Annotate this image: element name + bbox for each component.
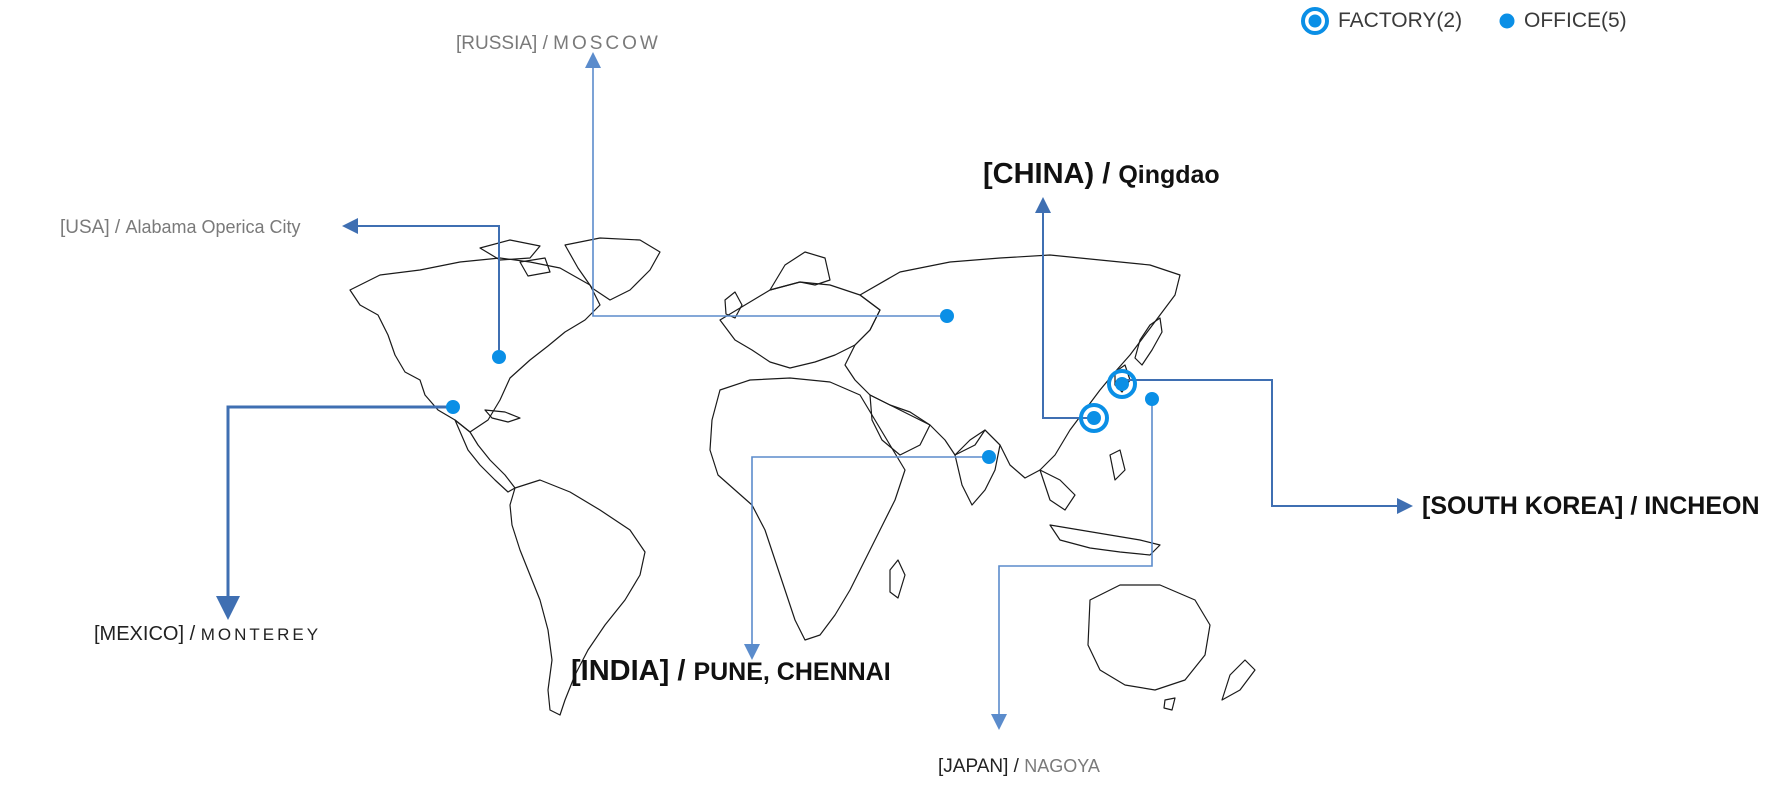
caribbean-outline xyxy=(484,409,521,423)
office-marker-russia xyxy=(940,309,954,323)
label-russia-country: [RUSSIA] xyxy=(456,33,538,54)
connector-south-korea xyxy=(1123,379,1413,514)
label-china: [CHINA) / Qingdao xyxy=(983,158,1220,190)
india-outline xyxy=(954,429,1001,506)
central-america-outline xyxy=(454,419,516,493)
label-south-korea-country: [SOUTH KOREA] xyxy=(1422,492,1624,520)
australia-outline xyxy=(1087,584,1211,691)
arctic-islands-outline xyxy=(479,239,551,277)
label-india-country: [INDIA] xyxy=(571,655,670,687)
label-japan-country: [JAPAN] xyxy=(938,756,1009,777)
office-marker-mexico xyxy=(446,400,460,414)
office-marker-india xyxy=(982,450,996,464)
label-south-korea-city: INCHEON xyxy=(1644,492,1760,520)
connectors xyxy=(216,52,1413,730)
label-usa-country: [USA] xyxy=(60,217,110,238)
connector-japan xyxy=(991,398,1153,730)
asia-outline xyxy=(844,254,1181,479)
connector-india xyxy=(744,456,990,660)
tasmania-outline xyxy=(1163,697,1176,711)
label-mexico-country: [MEXICO] xyxy=(94,623,185,645)
arabia-outline xyxy=(869,394,931,456)
indonesia-outline xyxy=(1049,524,1161,556)
legend-factory: FACTORY(2) xyxy=(1300,6,1462,36)
label-usa-city: Alabama Operica City xyxy=(125,217,301,237)
connector-china xyxy=(1035,197,1095,419)
label-russia: [RUSSIA] / MOSCOW xyxy=(456,33,661,54)
factory-marker-china xyxy=(1079,403,1109,433)
markers xyxy=(446,309,1159,464)
africa-outline xyxy=(709,377,906,641)
label-japan: [JAPAN] / NAGOYA xyxy=(938,756,1100,777)
connector-mexico xyxy=(216,405,455,620)
japan-outline xyxy=(1134,317,1163,366)
label-china-city: Qingdao xyxy=(1118,161,1220,189)
south-america-outline xyxy=(509,479,646,716)
new-zealand-outline xyxy=(1221,659,1256,701)
office-marker-usa xyxy=(492,350,506,364)
se-asia-outline xyxy=(1039,469,1076,511)
office-marker-japan xyxy=(1145,392,1159,406)
label-mexico-city: MONTEREY xyxy=(200,625,322,644)
label-usa: [USA] / Alabama Operica City xyxy=(60,217,301,238)
label-india: [INDIA] / PUNE, CHENNAI xyxy=(571,655,891,687)
office-legend-icon xyxy=(1499,13,1515,29)
factory-marker-south-korea xyxy=(1107,369,1137,399)
label-south-korea: [SOUTH KOREA] / INCHEON xyxy=(1422,492,1760,520)
label-china-country: [CHINA) xyxy=(983,158,1095,190)
europe-outline xyxy=(719,281,881,369)
legend-office: OFFICE(5) xyxy=(1498,6,1627,36)
label-mexico: [MEXICO] / MONTEREY xyxy=(94,623,322,645)
scandinavia-outline xyxy=(769,251,831,291)
label-india-city: PUNE, CHENNAI xyxy=(693,658,891,686)
factory-legend-icon xyxy=(1301,7,1329,35)
uk-outline xyxy=(724,291,743,319)
office-legend-label: OFFICE(5) xyxy=(1524,9,1627,32)
factory-legend-label: FACTORY(2) xyxy=(1338,9,1463,32)
madagascar-outline xyxy=(889,559,906,599)
label-japan-city: NAGOYA xyxy=(1024,756,1100,776)
land-outlines xyxy=(349,237,1256,716)
philippines-outline xyxy=(1109,449,1126,481)
greenland-outline xyxy=(564,237,661,301)
label-russia-city: MOSCOW xyxy=(553,33,661,54)
connector-russia xyxy=(585,52,948,317)
connector-usa xyxy=(342,218,500,358)
